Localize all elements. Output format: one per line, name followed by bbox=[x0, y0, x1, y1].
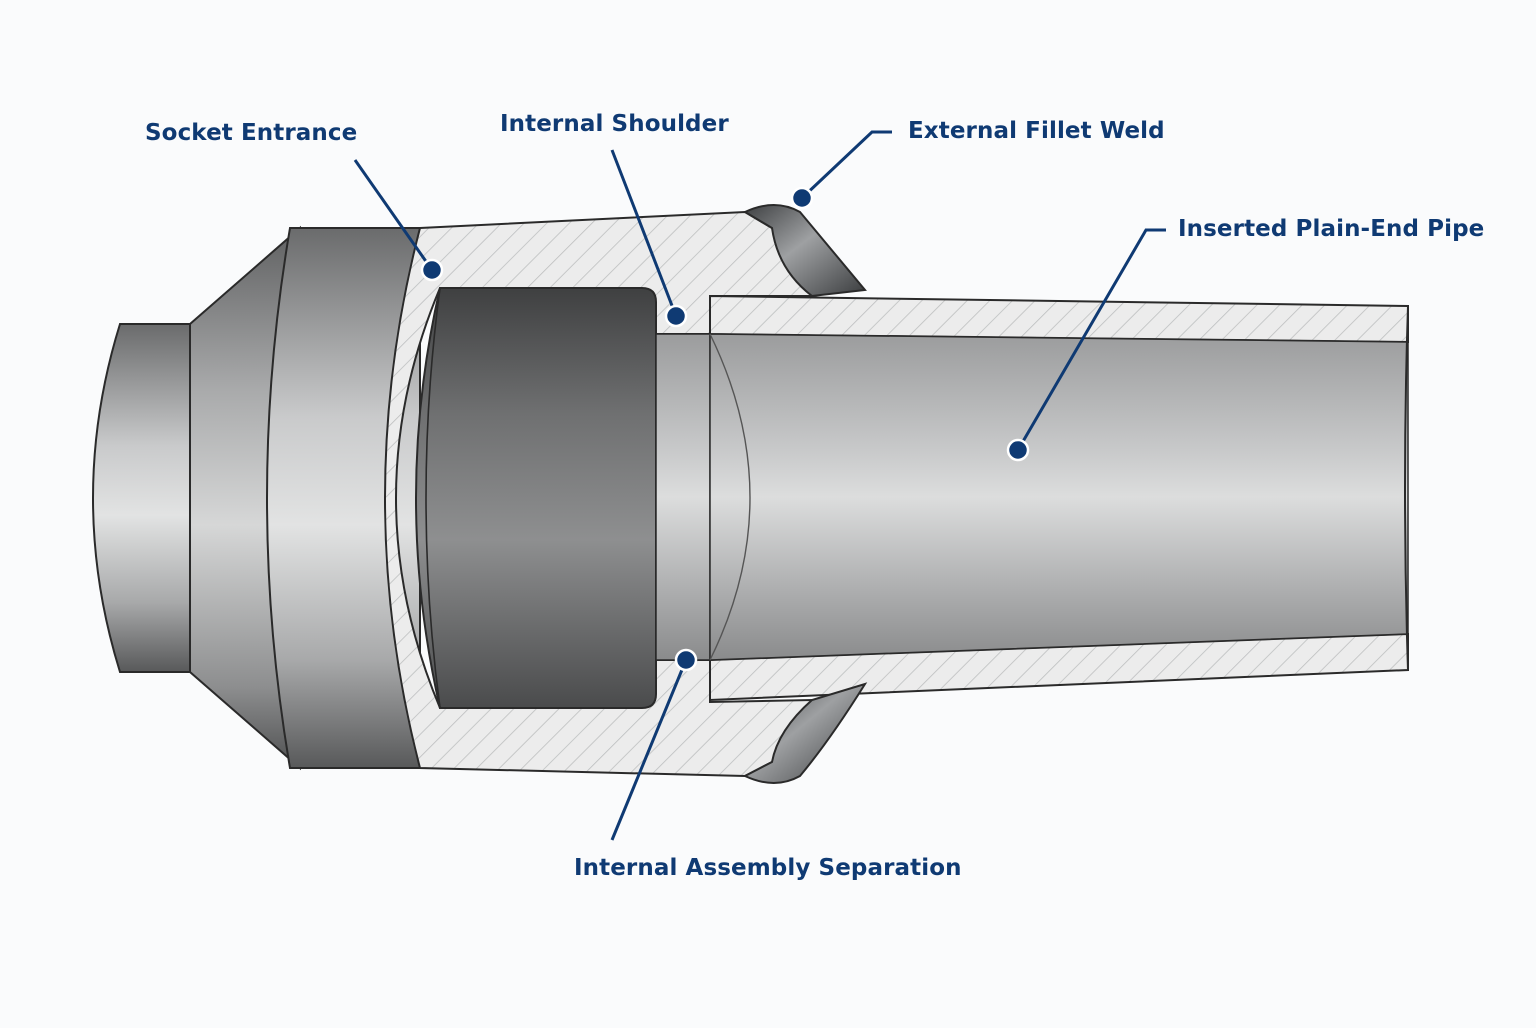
socket-bore bbox=[415, 287, 657, 709]
socket-entrance-lip bbox=[425, 287, 441, 709]
leader-internal-shoulder bbox=[610, 149, 678, 317]
fillet-weld-top bbox=[742, 204, 867, 298]
socket-body-outer bbox=[266, 227, 421, 769]
dot-socket-entrance bbox=[420, 258, 444, 282]
leader-lines bbox=[353, 130, 1166, 841]
leader-socket-entrance bbox=[353, 159, 434, 271]
label-internal-shoulder: Internal Shoulder bbox=[500, 111, 729, 137]
fillet-weld-bottom bbox=[742, 682, 868, 784]
leader-assembly-separation bbox=[610, 659, 688, 841]
pipe-end bbox=[1404, 305, 1409, 671]
dot-inserted-pipe bbox=[1006, 438, 1030, 462]
outlet-tube bbox=[92, 323, 206, 673]
shoulder-ring bbox=[655, 333, 711, 661]
pipe-interior bbox=[709, 333, 1409, 661]
label-socket-entrance: Socket Entrance bbox=[145, 120, 358, 146]
label-assembly-separation: Internal Assembly Separation bbox=[574, 855, 962, 881]
label-inserted-pipe: Inserted Plain-End Pipe bbox=[1178, 216, 1485, 242]
dot-assembly-separation bbox=[674, 648, 698, 672]
dot-internal-shoulder bbox=[664, 304, 688, 328]
pipe-end-curve bbox=[709, 333, 751, 661]
leader-external-fillet-weld bbox=[800, 130, 892, 200]
dot-external-fillet-weld bbox=[790, 186, 814, 210]
leader-inserted-pipe bbox=[1016, 228, 1166, 451]
label-external-fillet-weld: External Fillet Weld bbox=[908, 118, 1165, 144]
